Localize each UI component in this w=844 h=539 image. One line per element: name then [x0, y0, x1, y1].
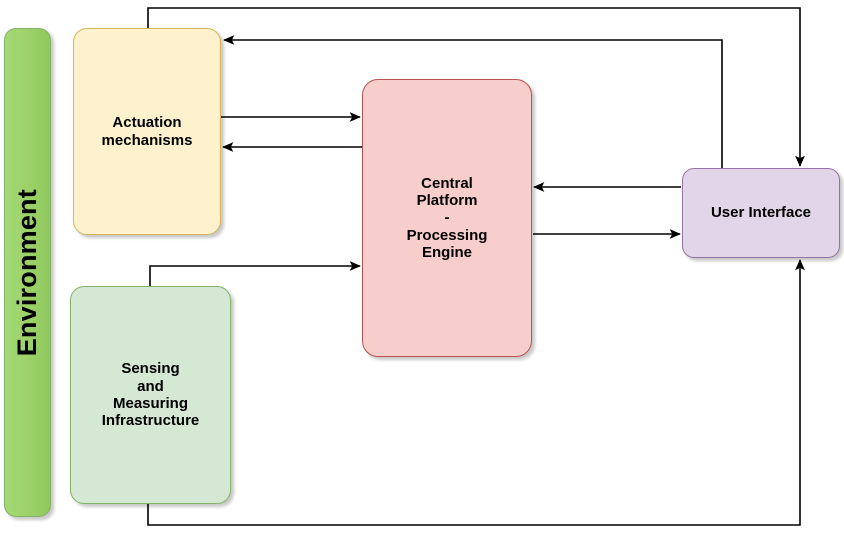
- edge-sensing-to-central: [149, 261, 361, 286]
- sensing-measuring-infrastructure-block[interactable]: Sensing and Measuring Infrastructure: [70, 286, 231, 504]
- environment-label: Environment: [11, 188, 42, 357]
- actuation-mechanisms-block[interactable]: Actuation mechanisms: [73, 28, 221, 235]
- user-interface-label: User Interface: [710, 204, 812, 222]
- central-platform-processing-engine-block[interactable]: Central Platform - Processing Engine: [362, 79, 532, 357]
- environment-block[interactable]: Environment: [4, 28, 51, 517]
- actuation-mechanisms-label: Actuation mechanisms: [101, 114, 193, 149]
- central-platform-label: Central Platform - Processing Engine: [406, 174, 488, 262]
- user-interface-block[interactable]: User Interface: [682, 168, 840, 258]
- sensing-infrastructure-label: Sensing and Measuring Infrastructure: [101, 360, 200, 430]
